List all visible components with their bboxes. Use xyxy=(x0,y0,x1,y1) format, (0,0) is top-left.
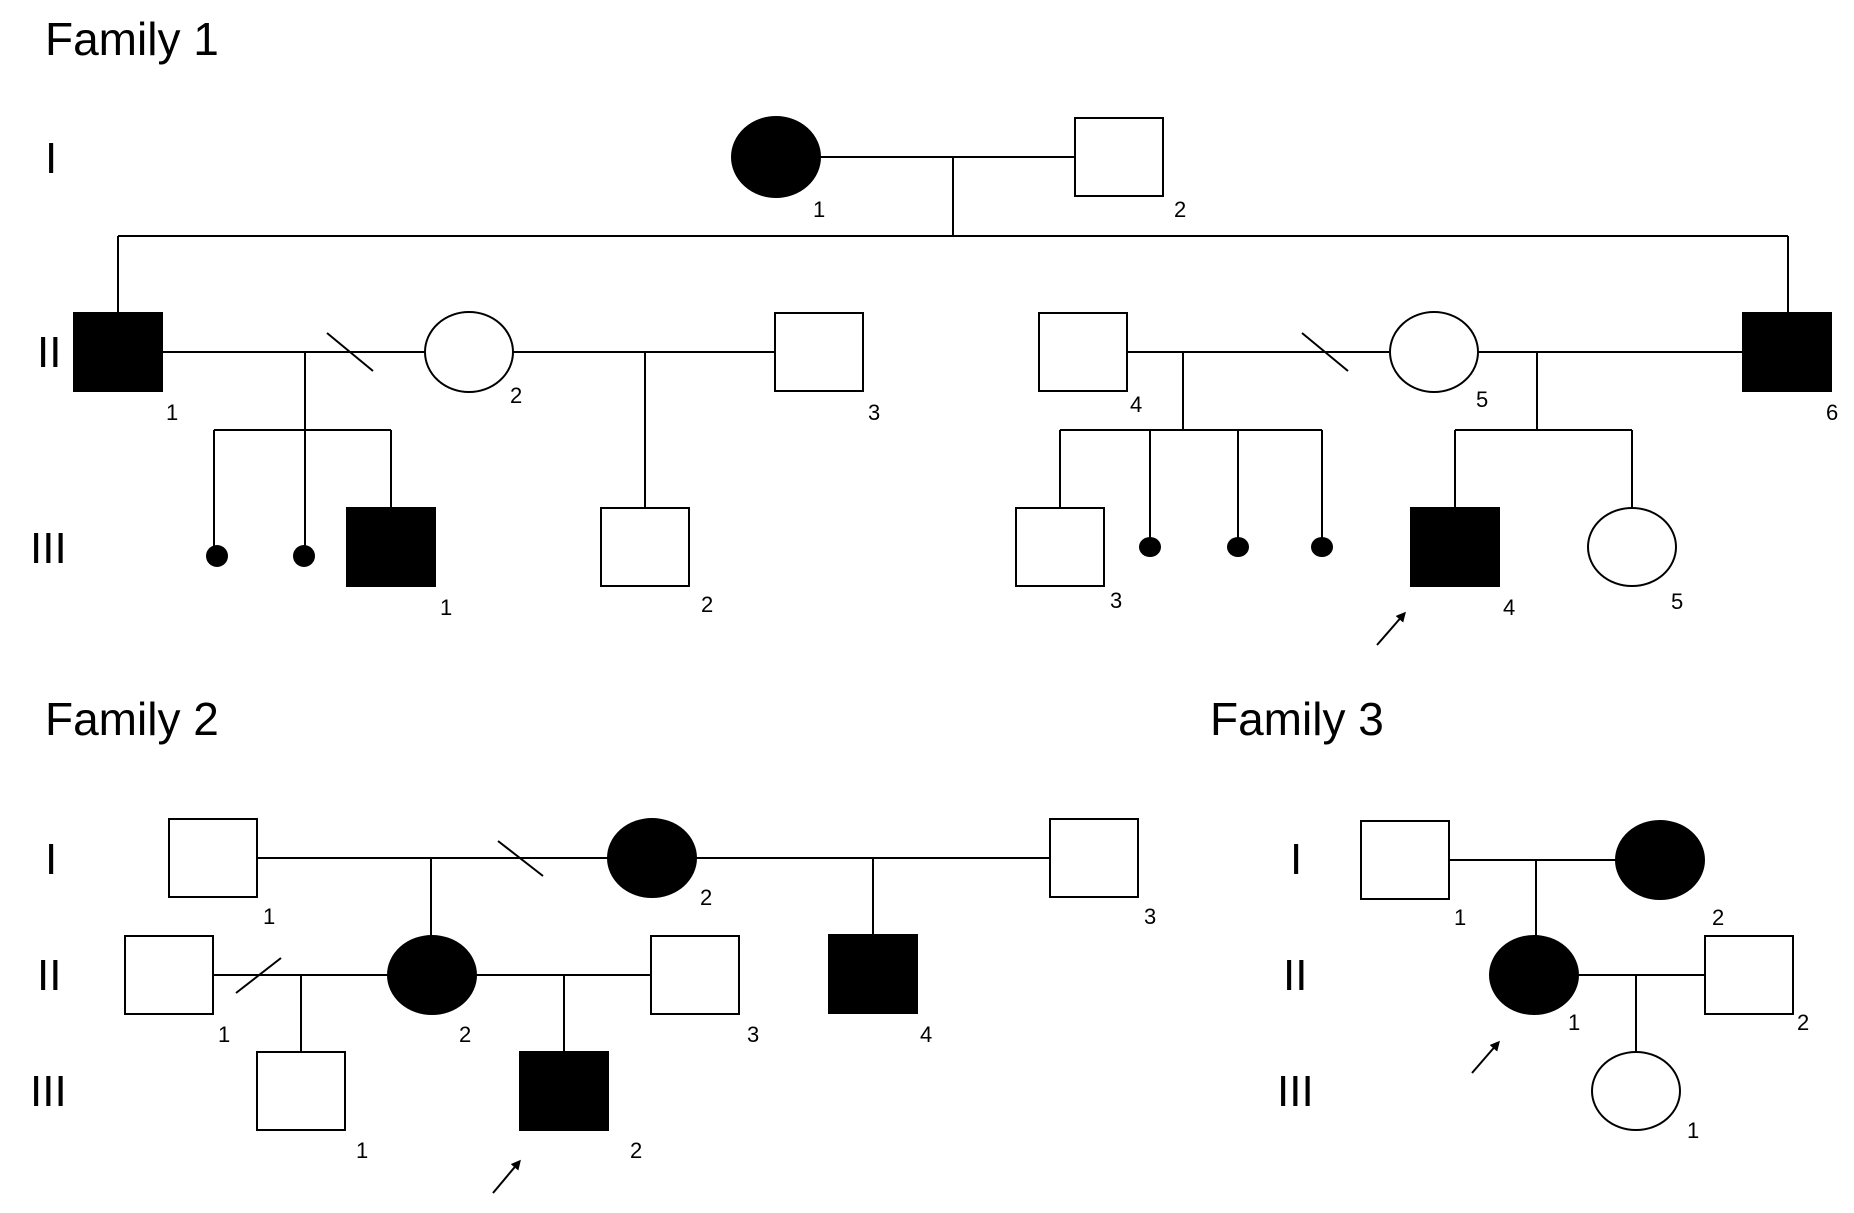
separation-mark xyxy=(1301,332,1349,372)
family-1-gen-iii: III xyxy=(30,524,67,573)
f2-ind-II-4 xyxy=(828,934,918,1014)
separation-mark xyxy=(235,957,282,994)
f1-ind-II-3-label: 3 xyxy=(868,400,880,425)
f1-ind-II-6 xyxy=(1742,312,1832,392)
family-2-lines xyxy=(213,840,1050,1052)
f3-ind-I-2 xyxy=(1615,820,1705,900)
f2-ind-III-2-label: 2 xyxy=(630,1138,642,1163)
f3-proband-arrow xyxy=(1471,1040,1500,1074)
f1-miscarriage-1 xyxy=(206,545,228,567)
f3-ind-II-2 xyxy=(1704,935,1794,1015)
f2-ind-I-1-label: 1 xyxy=(263,904,275,929)
family-3-gen-ii: II xyxy=(1283,951,1307,1000)
f1-ind-II-5-label: 5 xyxy=(1476,387,1488,412)
f2-ind-II-1 xyxy=(124,935,214,1015)
f2-ind-II-3-label: 3 xyxy=(747,1022,759,1047)
f1-ind-I-2 xyxy=(1074,117,1164,197)
family-1-gen-ii: II xyxy=(37,328,61,377)
f1-ind-III-2-label: 2 xyxy=(701,592,713,617)
f2-ind-II-4-label: 4 xyxy=(920,1022,932,1047)
family-2: Family 2 I II III 1 2 3 1 2 3 4 xyxy=(30,693,1156,1194)
family-1: Family 1 I II III xyxy=(30,13,1838,646)
f1-ind-II-6-label: 6 xyxy=(1826,400,1838,425)
f1-ind-III-2 xyxy=(600,507,690,587)
f1-ind-III-3-label: 3 xyxy=(1110,588,1122,613)
f1-ind-III-1 xyxy=(346,507,436,587)
f1-miscarriage-5 xyxy=(1311,537,1333,557)
f1-ind-II-2-label: 2 xyxy=(510,383,522,408)
f2-ind-II-2 xyxy=(387,935,477,1015)
f1-proband-arrow xyxy=(1376,611,1406,646)
f1-ind-II-5 xyxy=(1389,311,1479,393)
f3-ind-I-1 xyxy=(1360,820,1450,900)
f3-ind-II-1-label: 1 xyxy=(1568,1010,1580,1035)
f2-ind-I-3-label: 3 xyxy=(1144,904,1156,929)
f1-ind-I-2-label: 2 xyxy=(1174,197,1186,222)
f3-ind-I-1-label: 1 xyxy=(1454,905,1466,930)
f1-ind-I-1 xyxy=(731,116,821,198)
f3-ind-II-1 xyxy=(1489,935,1579,1015)
f2-ind-I-2-label: 2 xyxy=(700,885,712,910)
f2-proband-arrow xyxy=(492,1159,521,1194)
f1-miscarriage-4 xyxy=(1227,537,1249,557)
f1-ind-III-5 xyxy=(1587,507,1677,587)
f1-ind-II-4 xyxy=(1038,312,1128,392)
separation-mark xyxy=(326,332,374,372)
f1-ind-II-3 xyxy=(774,312,864,392)
family-3-gen-i: I xyxy=(1290,835,1302,884)
f3-ind-III-1 xyxy=(1591,1051,1681,1131)
f2-ind-III-1-label: 1 xyxy=(356,1138,368,1163)
family-2-gen-i: I xyxy=(45,835,57,884)
family-3: Family 3 I II III 1 2 1 2 1 xyxy=(1210,693,1809,1143)
family-1-title: Family 1 xyxy=(45,13,219,65)
family-2-gen-ii: II xyxy=(37,951,61,1000)
f1-ind-II-1 xyxy=(73,312,163,392)
f3-ind-II-2-label: 2 xyxy=(1797,1010,1809,1035)
family-3-gen-iii: III xyxy=(1277,1067,1314,1116)
f2-ind-III-1 xyxy=(256,1051,346,1131)
f3-ind-III-1-label: 1 xyxy=(1687,1118,1699,1143)
f1-miscarriage-3 xyxy=(1139,537,1161,557)
f2-ind-I-3 xyxy=(1049,818,1139,898)
family-2-gen-iii: III xyxy=(30,1067,67,1116)
f2-ind-I-2 xyxy=(607,818,697,898)
f1-ind-III-3 xyxy=(1015,507,1105,587)
f1-ind-III-5-label: 5 xyxy=(1671,589,1683,614)
family-2-title: Family 2 xyxy=(45,693,219,745)
f1-ind-I-1-label: 1 xyxy=(813,197,825,222)
family-1-lines xyxy=(117,156,1789,552)
f1-ind-III-1-label: 1 xyxy=(440,595,452,620)
f2-ind-II-2-label: 2 xyxy=(459,1022,471,1047)
f1-ind-III-4 xyxy=(1410,507,1500,587)
f1-ind-II-1-label: 1 xyxy=(166,400,178,425)
f2-ind-III-2 xyxy=(519,1051,609,1131)
f1-ind-III-4-label: 4 xyxy=(1503,595,1515,620)
f1-miscarriage-2 xyxy=(293,545,315,567)
f2-ind-II-3 xyxy=(650,935,740,1015)
f1-ind-II-4-label: 4 xyxy=(1130,392,1142,417)
family-3-lines xyxy=(1449,859,1705,1052)
f2-ind-I-1 xyxy=(168,818,258,898)
separation-mark xyxy=(497,840,544,877)
family-1-gen-i: I xyxy=(45,134,57,183)
f1-ind-II-2 xyxy=(424,311,514,393)
f3-ind-I-2-label: 2 xyxy=(1712,905,1724,930)
f2-ind-II-1-label: 1 xyxy=(218,1022,230,1047)
family-3-title: Family 3 xyxy=(1210,693,1384,745)
